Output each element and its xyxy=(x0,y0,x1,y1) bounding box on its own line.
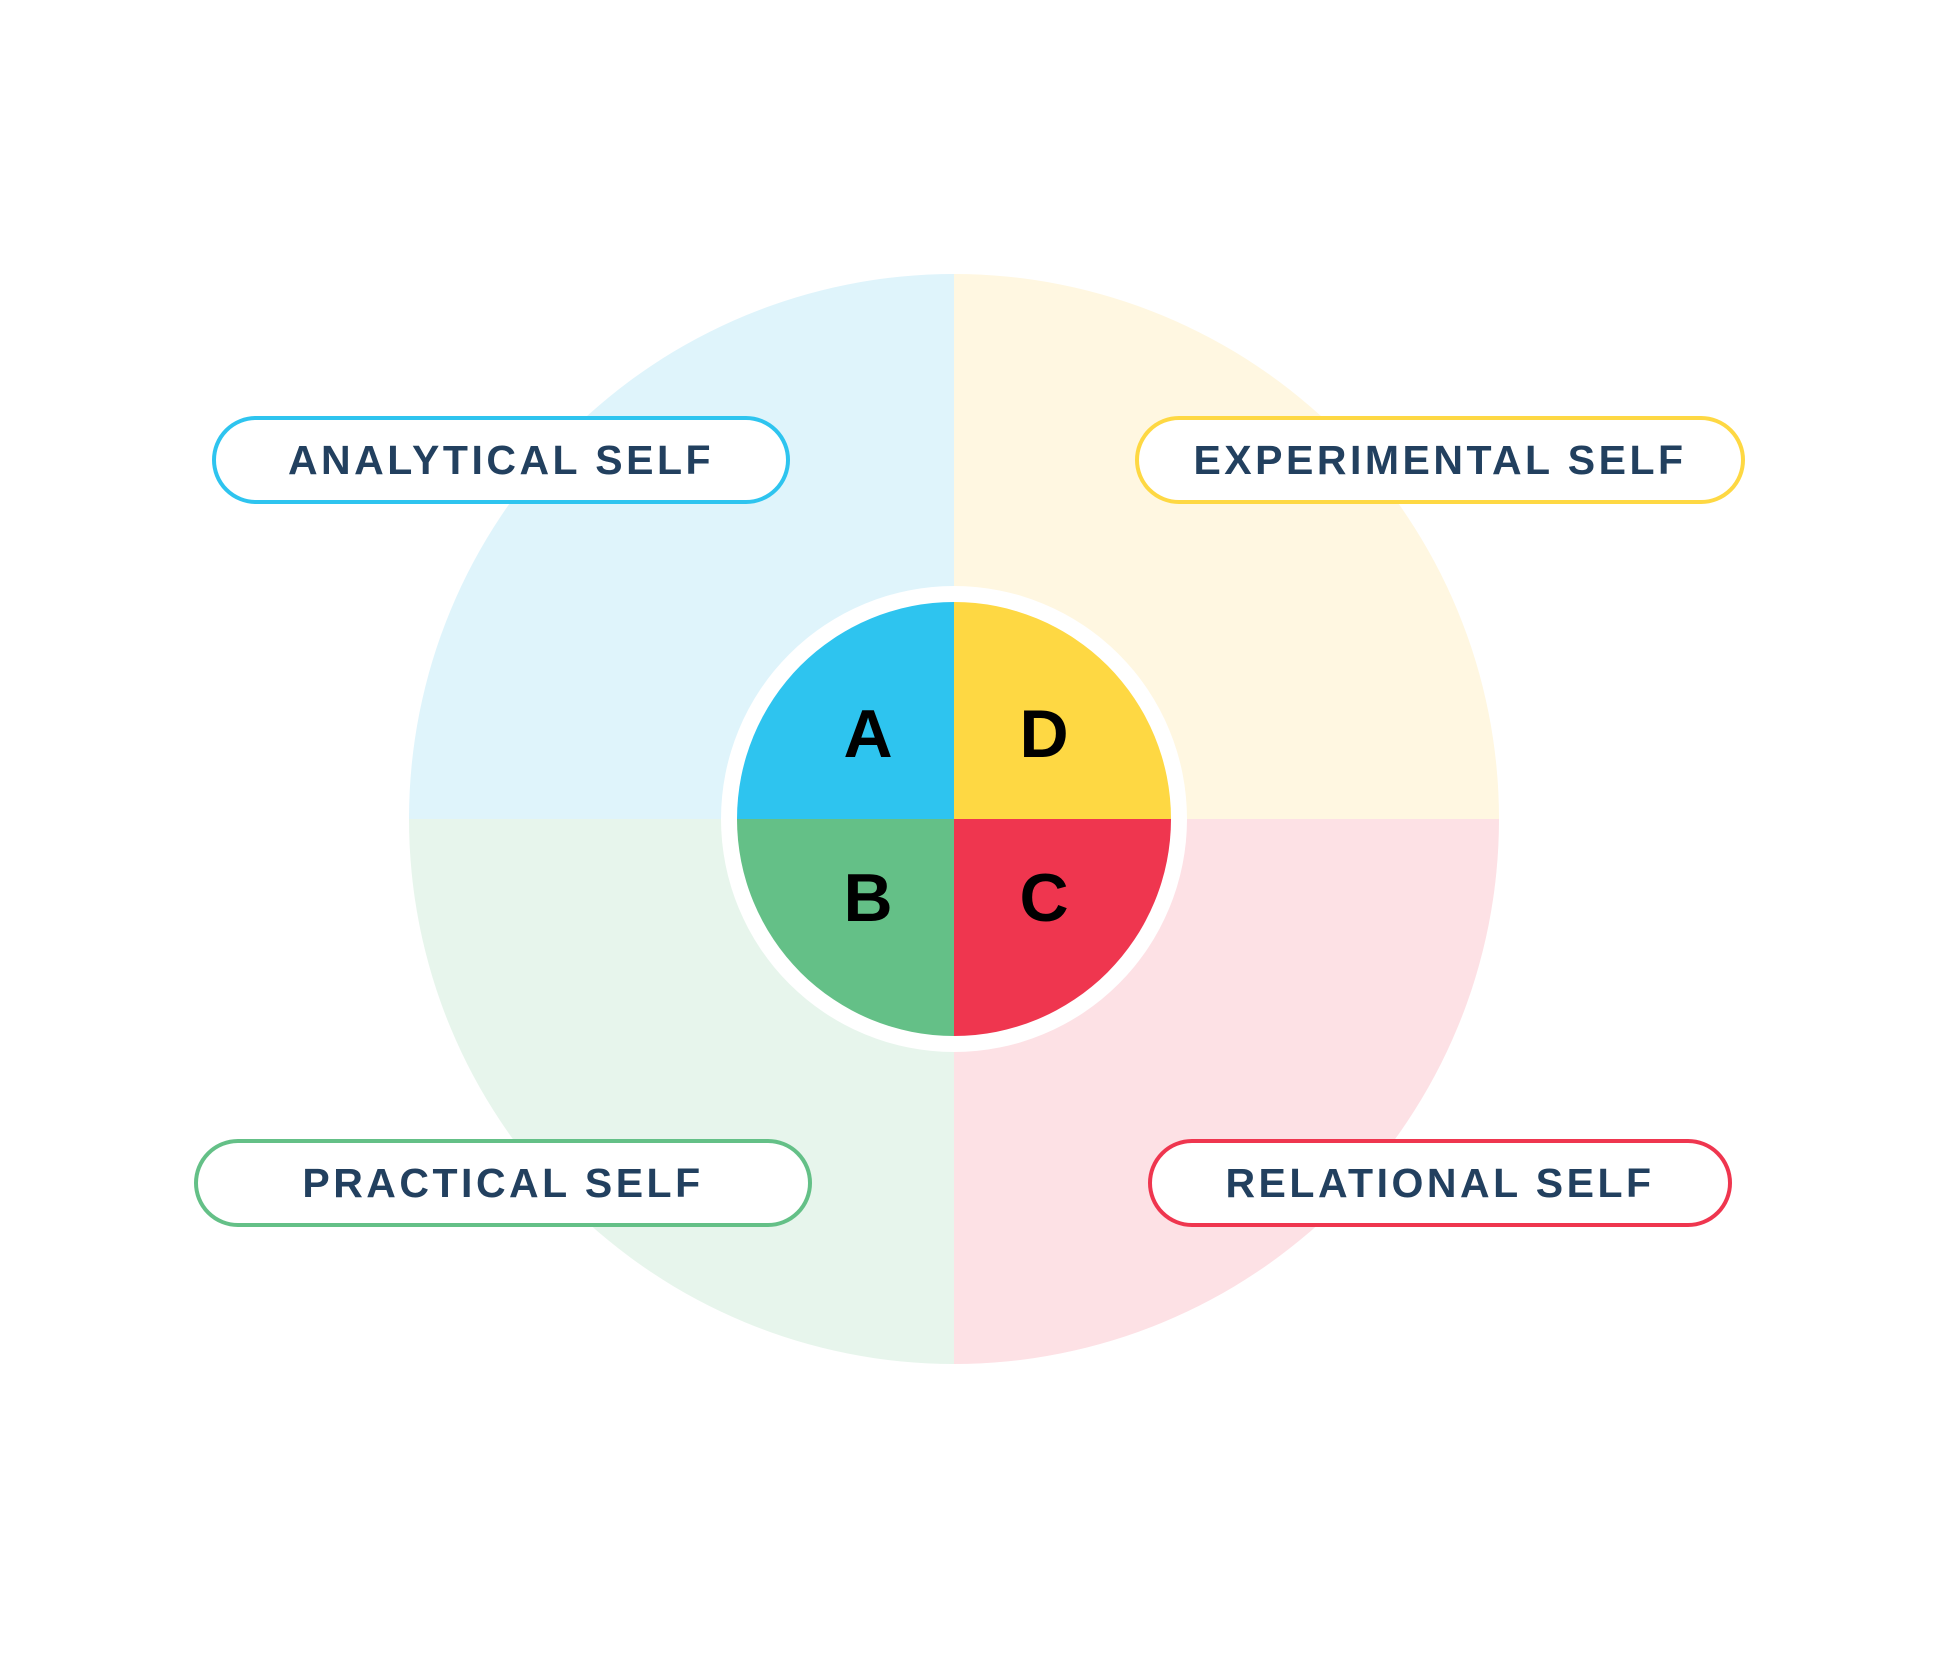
label-experimental-self-text: EXPERIMENTAL SELF xyxy=(1193,436,1687,483)
inner-quadrant-c xyxy=(954,819,1171,1036)
inner-quadrant-d xyxy=(954,602,1171,819)
label-relational-self: RELATIONAL SELF xyxy=(1148,1139,1732,1227)
inner-quadrant-a xyxy=(737,602,954,819)
inner-circle xyxy=(737,602,1171,1036)
letter-d: D xyxy=(1019,696,1069,772)
label-analytical-self-text: ANALYTICAL SELF xyxy=(287,436,715,483)
outer-circle xyxy=(409,274,1499,1364)
label-relational-self-text: RELATIONAL SELF xyxy=(1225,1159,1655,1206)
label-practical-self: PRACTICAL SELF xyxy=(194,1139,812,1227)
label-analytical-self: ANALYTICAL SELF xyxy=(212,416,790,504)
label-experimental-self: EXPERIMENTAL SELF xyxy=(1135,416,1745,504)
letter-a: A xyxy=(843,696,893,772)
inner-quadrant-b xyxy=(737,819,954,1036)
letter-b: B xyxy=(843,860,893,936)
letter-c: C xyxy=(1019,860,1069,936)
label-practical-self-text: PRACTICAL SELF xyxy=(302,1159,704,1206)
